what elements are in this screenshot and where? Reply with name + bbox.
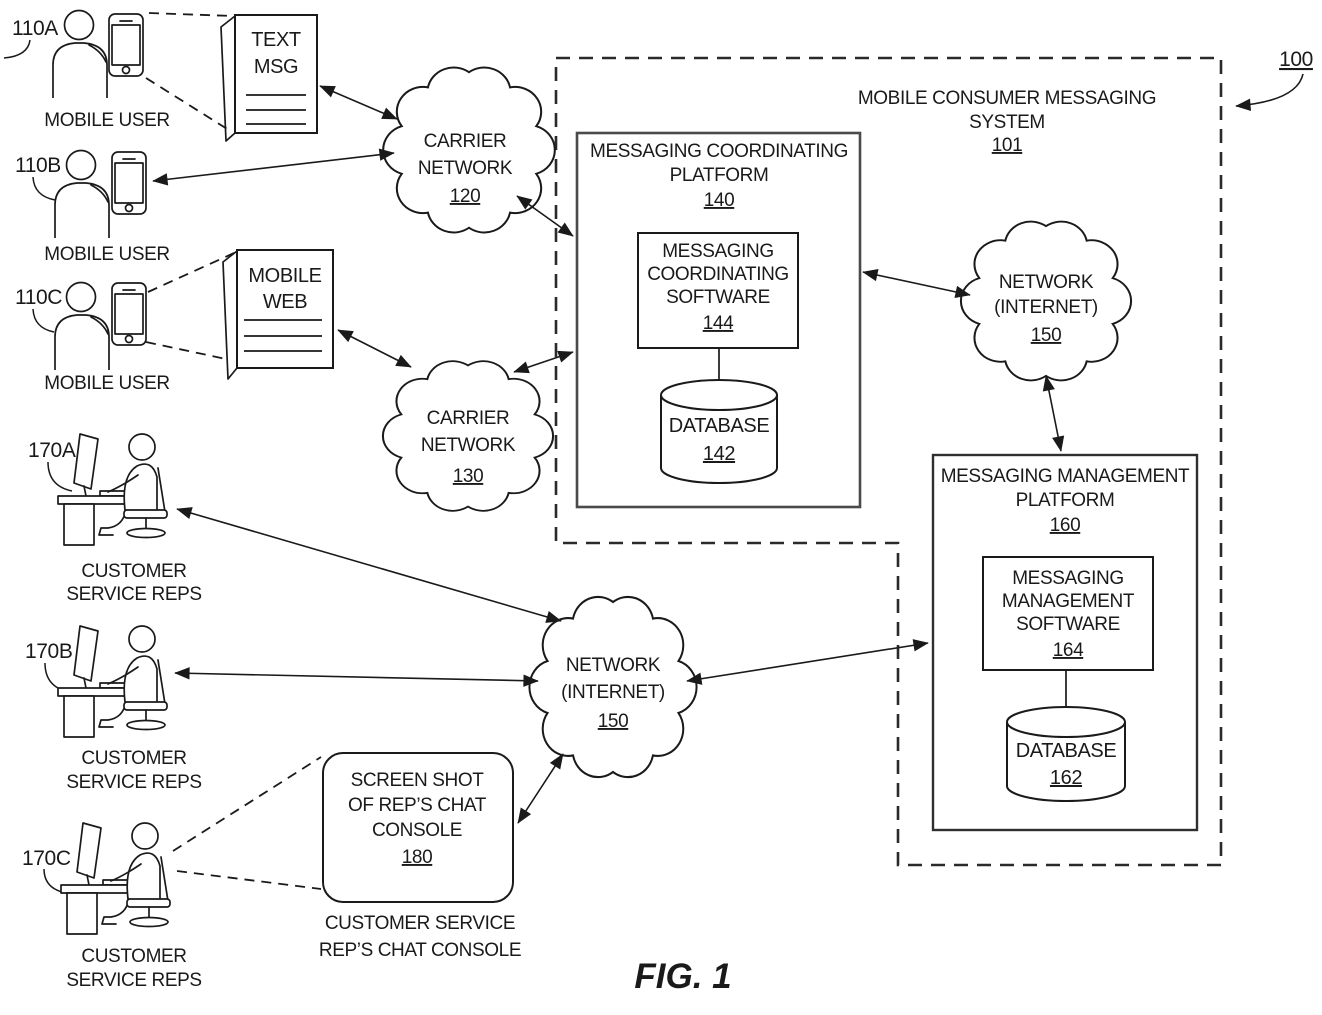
- ref-label-170C: 170C: [22, 847, 71, 870]
- software164-ref: 164: [1053, 640, 1084, 661]
- person-bust-icon-110A: [52, 9, 108, 99]
- software164-line1: MESSAGING: [1012, 568, 1123, 589]
- arrow-carrier120-platform140: [516, 195, 574, 237]
- ref-label-110C: 110C: [15, 286, 62, 309]
- console-line3: CONSOLE: [372, 820, 462, 841]
- projection-phoneC-mobileweb-bottom: [145, 341, 227, 360]
- platform140-title-line2: PLATFORM: [670, 165, 769, 186]
- text-msg-document-icon: [220, 14, 318, 142]
- leader-170A: [47, 461, 73, 492]
- coordinating-software-box: [637, 232, 799, 349]
- projection-rep170C-console-bottom: [176, 870, 322, 890]
- textmsg-line1: TEXT: [251, 29, 301, 51]
- figure-caption: FIG. 1: [634, 957, 731, 996]
- mobile-user-caption-C: MOBILE USER: [44, 373, 169, 394]
- projection-rep170C-console-top: [172, 756, 322, 852]
- software164-line3: SOFTWARE: [1016, 614, 1120, 635]
- platform140-ref: 140: [704, 190, 735, 211]
- rep-caption-B-line1: CUSTOMER: [81, 748, 186, 769]
- software144-line3: SOFTWARE: [666, 287, 770, 308]
- carrier130-line2: NETWORK: [421, 435, 516, 456]
- arrow-internet-platform160: [1042, 375, 1065, 452]
- rep-caption-A-line2: SERVICE REPS: [66, 584, 201, 605]
- person-bust-icon-110B: [54, 149, 110, 239]
- carrier120-ref: 120: [450, 186, 481, 207]
- system-title-line2: SYSTEM: [969, 112, 1045, 133]
- carrier130-ref: 130: [453, 466, 484, 487]
- person-bust-icon-110C: [54, 281, 110, 371]
- arrow-phoneB-carrier120: [152, 148, 395, 186]
- internet-bottom-line1: NETWORK: [566, 655, 661, 676]
- database142-ref: 142: [703, 443, 735, 465]
- system-ref: 101: [992, 135, 1023, 156]
- platform140-title-line1: MESSAGING COORDINATING: [590, 141, 848, 162]
- mobile-user-caption-B: MOBILE USER: [44, 244, 169, 265]
- internet-top-line2: (INTERNET): [994, 297, 1098, 318]
- database142-label: DATABASE: [669, 415, 770, 437]
- smartphone-icon-110B: [111, 151, 147, 215]
- platform160-ref: 160: [1050, 515, 1081, 536]
- console-caption-line2: REP’S CHAT CONSOLE: [319, 940, 521, 961]
- arrow-textmsg-carrier120: [319, 85, 398, 120]
- database-cylinder-icon-1: [660, 379, 779, 484]
- carrier130-line1: CARRIER: [427, 408, 510, 429]
- database162-label: DATABASE: [1016, 740, 1117, 762]
- console-line2: OF REP’S CHAT: [348, 795, 487, 816]
- ref-label-110A: 110A: [12, 17, 58, 40]
- internet-top-line1: NETWORK: [999, 272, 1094, 293]
- rep-caption-C-line2: SERVICE REPS: [66, 970, 201, 991]
- leader-110A: [3, 39, 31, 59]
- chat-console-box: [322, 752, 514, 903]
- arrow-platform140-internet: [862, 269, 971, 298]
- console-line1: SCREEN SHOT: [351, 770, 485, 791]
- ref-label-110B: 110B: [15, 154, 61, 177]
- carrier120-line1: CARRIER: [424, 131, 507, 152]
- database162-ref: 162: [1050, 767, 1082, 789]
- software164-line2: MANAGEMENT: [1002, 591, 1135, 612]
- software144-line2: COORDINATING: [647, 264, 789, 285]
- ref-label-170A: 170A: [28, 439, 76, 462]
- arrow-mobileweb-carrier130: [337, 329, 412, 368]
- arrow-console-internet: [517, 753, 564, 824]
- mobileweb-line1: MOBILE: [248, 265, 321, 287]
- console-ref: 180: [402, 847, 433, 868]
- rep-at-desk-icon-170C: [60, 822, 171, 935]
- leader-110B: [32, 176, 56, 201]
- database-cylinder-icon-2: [1006, 706, 1127, 802]
- carrier120-line2: NETWORK: [418, 158, 513, 179]
- arrow-internet-platform160-left: [686, 639, 929, 685]
- smartphone-icon-110C: [111, 282, 147, 346]
- leader-110C: [32, 308, 55, 333]
- rep-caption-C-line1: CUSTOMER: [81, 946, 186, 967]
- management-software-box: [982, 556, 1154, 671]
- ref-label-100: 100: [1279, 48, 1313, 71]
- smartphone-icon-110A: [108, 13, 144, 77]
- system-boundary-outline: [554, 56, 1223, 867]
- textmsg-line2: MSG: [254, 56, 298, 78]
- internet-bottom-ref: 150: [598, 711, 629, 732]
- projection-phoneA-textmsg-top: [148, 12, 234, 17]
- mobile-user-caption-A: MOBILE USER: [44, 110, 169, 131]
- internet-top-ref: 150: [1031, 325, 1062, 346]
- mobileweb-line2: WEB: [263, 291, 307, 313]
- rep-caption-A-line1: CUSTOMER: [81, 561, 186, 582]
- platform160-title-line1: MESSAGING MANAGEMENT: [941, 466, 1190, 487]
- system-title-line1: MOBILE CONSUMER MESSAGING: [858, 88, 1156, 109]
- arrow-rep170B-internet: [174, 667, 539, 687]
- rep-caption-B-line2: SERVICE REPS: [66, 772, 201, 793]
- console-caption-line1: CUSTOMER SERVICE: [325, 913, 515, 934]
- mobile-web-document-icon: [222, 249, 334, 380]
- software144-line1: MESSAGING: [662, 241, 773, 262]
- arrow-rep170A-internet: [176, 507, 562, 623]
- software144-ref: 144: [703, 313, 734, 334]
- ref-100-pointer-arrow: [1235, 73, 1304, 111]
- platform160-title-line2: PLATFORM: [1016, 490, 1115, 511]
- rep-at-desk-icon-170B: [57, 625, 168, 738]
- arrow-carrier130-platform140: [513, 350, 574, 374]
- internet-bottom-line2: (INTERNET): [561, 682, 665, 703]
- ref-label-170B: 170B: [25, 640, 72, 663]
